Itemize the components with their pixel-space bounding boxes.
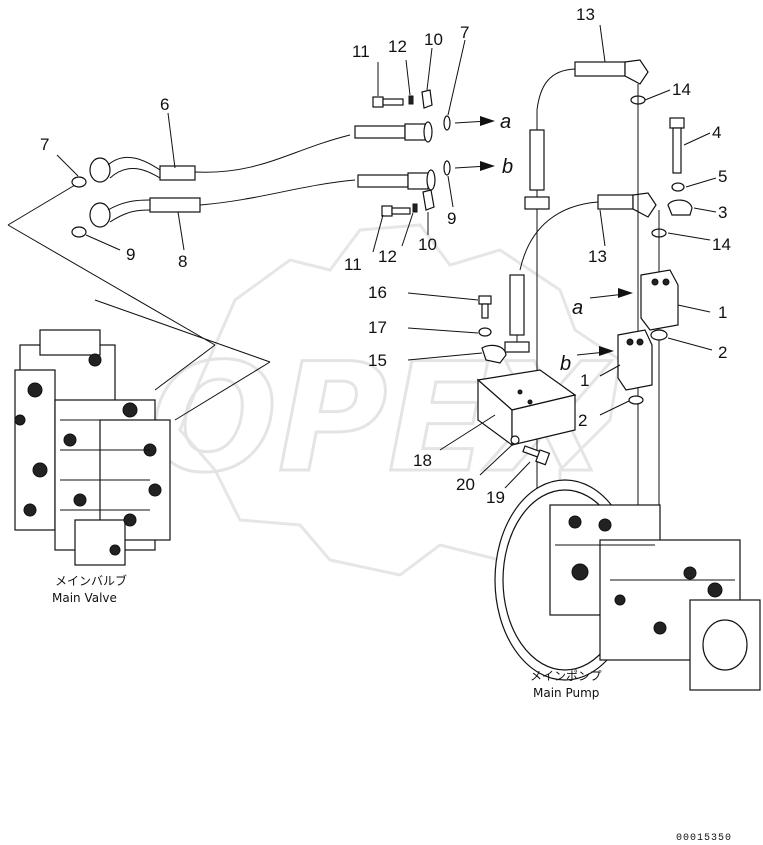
main-valve-drawing (14, 329, 171, 566)
callout-12-mid: 12 (378, 247, 397, 266)
clamp-15 (481, 344, 507, 364)
callout-7-top: 7 (460, 23, 469, 42)
callout-19: 19 (486, 488, 505, 507)
bolt-set-top (372, 89, 433, 109)
hose-13-top (524, 59, 649, 490)
block-1-upper (640, 269, 679, 331)
washer-5 (671, 182, 685, 192)
callout-2-mid: 2 (578, 411, 587, 430)
clamp-3 (667, 199, 693, 216)
hose-6 (89, 121, 433, 183)
callout-18: 18 (413, 451, 432, 470)
callout-16: 16 (368, 283, 387, 302)
callout-numbers: 11 12 10 7 13 14 6 7 4 5 3 14 9 8 9 11 1… (40, 5, 731, 507)
washer-20 (510, 435, 520, 445)
callout-11-mid: 11 (344, 255, 362, 274)
callout-1-mid: 1 (580, 371, 589, 390)
callout-2-right: 2 (718, 343, 727, 362)
washer-17 (478, 327, 492, 337)
hose-13-mid (504, 192, 657, 353)
bolt-16 (478, 295, 492, 319)
port-letter-b-block: b (560, 353, 571, 375)
port-letters: a b a b (500, 111, 583, 375)
callout-13-top: 13 (576, 5, 595, 24)
o-ring-9 (71, 226, 87, 238)
hose-8 (89, 169, 436, 228)
main-valve-caption-jp: メインバルブ (55, 573, 127, 588)
valve-leader-lines (7, 184, 271, 421)
port-letter-a-block: a (572, 297, 583, 319)
drawing-code: 00015350 (676, 833, 732, 844)
o-ring-2-right (650, 329, 668, 341)
callout-1-right: 1 (718, 303, 727, 322)
o-ring-2-mid (628, 395, 644, 405)
callout-3: 3 (718, 203, 727, 222)
callout-8: 8 (178, 252, 187, 271)
o-ring-9-mid (443, 160, 451, 176)
main-pump-caption-en: Main Pump (533, 686, 599, 700)
callout-13-mid: 13 (588, 247, 607, 266)
port-letter-a-hose: a (500, 111, 511, 133)
callout-4: 4 (712, 123, 721, 142)
bolt-4 (669, 117, 685, 174)
callout-15: 15 (368, 351, 387, 370)
bolt-set-mid (381, 189, 435, 217)
o-ring-7 (71, 176, 87, 188)
callout-7-left: 7 (40, 135, 49, 154)
callout-20: 20 (456, 475, 475, 494)
main-pump-caption-jp: メインポンプ (530, 669, 602, 683)
callout-11-top: 11 (352, 42, 370, 61)
callout-5: 5 (718, 167, 727, 186)
callout-leaders (56, 24, 717, 489)
callout-9-left: 9 (126, 245, 135, 264)
main-pump-drawing (494, 479, 761, 691)
arrows-ab-top (454, 116, 495, 171)
arrows-ab-block (576, 288, 633, 356)
callout-17: 17 (368, 318, 387, 337)
callout-14-mid: 14 (712, 235, 731, 254)
port-letter-b-hose: b (502, 156, 513, 178)
captions: メインバルブ Main Valve メインポンプ Main Pump (52, 573, 602, 700)
bracket-18 (476, 369, 577, 447)
callout-10-mid: 10 (418, 235, 437, 254)
callout-12-top: 12 (388, 37, 407, 56)
bolt-19 (522, 445, 551, 466)
callout-14-top: 14 (672, 80, 691, 99)
callout-9-mid: 9 (447, 209, 456, 228)
block-1-lower (617, 329, 653, 391)
callout-6: 6 (160, 95, 169, 114)
o-ring-7-top (443, 115, 451, 131)
callout-10-top: 10 (424, 30, 443, 49)
main-valve-caption-en: Main Valve (52, 591, 117, 605)
